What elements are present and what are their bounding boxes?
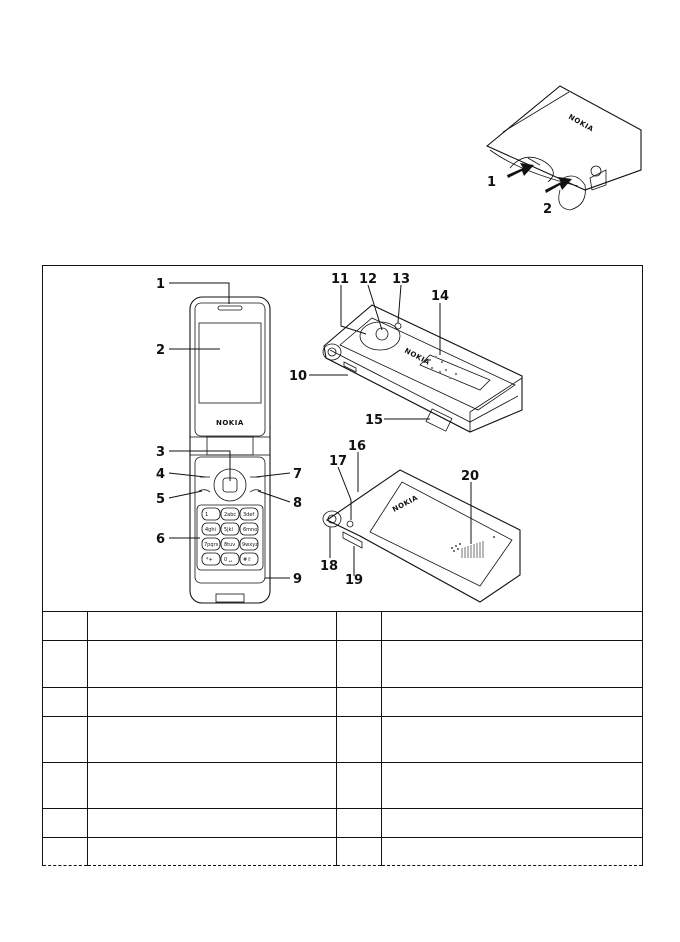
keypad-key (239, 537, 259, 551)
keypad-key (220, 507, 240, 521)
earpiece (217, 305, 243, 311)
table-row (42, 837, 643, 866)
callout-leader-lines (168, 282, 472, 579)
keypad-key (239, 552, 259, 566)
table-row (42, 716, 643, 763)
strap-phone-drawing: NOKIA 1 2 (485, 85, 642, 217)
svg-text:2abc: 2abc (224, 512, 236, 518)
callout-4: 4 (156, 467, 165, 482)
callout-labels: 1 2 3 4 5 6 7 8 9 10 11 12 13 14 15 16 1… (156, 272, 479, 588)
keypad-key (201, 522, 221, 536)
svg-text:7pqrs: 7pqrs (204, 542, 219, 548)
callout-12: 12 (359, 272, 377, 287)
svg-text:#⇧: #⇧ (243, 557, 251, 563)
svg-text:5jkl: 5jkl (224, 527, 233, 533)
open-phone-brand-logo: NOKIA (216, 419, 244, 427)
callout-16: 16 (348, 439, 366, 454)
loudspeaker-grille (461, 541, 484, 558)
keypad-key (239, 507, 259, 521)
svg-text:3def: 3def (243, 512, 254, 518)
keypad-key (220, 522, 240, 536)
callout-13: 13 (392, 272, 410, 287)
closed-phone-back-drawing: NOKIA (322, 469, 521, 603)
callout-18: 18 (320, 559, 338, 574)
parts-table (42, 611, 643, 866)
callout-6: 6 (156, 532, 165, 547)
svg-text:8tuv: 8tuv (224, 542, 235, 548)
table-row (42, 687, 643, 717)
callout-9: 9 (293, 572, 302, 587)
callout-2: 2 (156, 343, 165, 358)
table-row (42, 762, 643, 809)
keypad-key (220, 552, 240, 566)
callout-20: 20 (461, 469, 479, 484)
table-row (42, 611, 643, 641)
callout-15: 15 (365, 413, 383, 428)
callout-7: 7 (293, 467, 302, 482)
callout-17: 17 (329, 454, 347, 469)
svg-text:9wxyz: 9wxyz (242, 542, 258, 548)
keypad-key (239, 522, 259, 536)
keypad: 1 2abc 3def 4ghi 5jkl 6mno 7pqrs 8tuv 9w… (201, 507, 259, 566)
svg-text:*+: *+ (206, 557, 213, 563)
table-row (42, 808, 643, 838)
callout-14: 14 (431, 289, 449, 304)
svg-text:4ghi: 4ghi (205, 527, 216, 533)
table-row (42, 640, 643, 688)
closed-phone-front-drawing: NOKIA (322, 304, 523, 433)
keypad-key (220, 537, 240, 551)
callout-11: 11 (331, 272, 349, 287)
svg-text:0 ␣: 0 ␣ (224, 557, 232, 563)
open-phone-drawing: NOKIA 1 2abc 3def 4ghi 5jkl 6mno 7pqrs (189, 296, 271, 604)
usb-port (425, 408, 453, 432)
strap-callout-1: 1 (487, 175, 496, 190)
callout-3: 3 (156, 445, 165, 460)
callout-1: 1 (156, 277, 165, 292)
callout-19: 19 (345, 573, 363, 588)
keypad-key (201, 537, 221, 551)
strap-callout-2: 2 (543, 202, 552, 217)
callout-5: 5 (156, 492, 165, 507)
svg-text:6mno: 6mno (243, 527, 257, 533)
mini-display-dots (428, 355, 458, 380)
keypad-key (201, 552, 221, 566)
keypad-key (201, 507, 221, 521)
callout-8: 8 (293, 496, 302, 511)
callout-10: 10 (289, 369, 307, 384)
svg-text:1: 1 (205, 512, 208, 518)
main-display (198, 322, 262, 404)
